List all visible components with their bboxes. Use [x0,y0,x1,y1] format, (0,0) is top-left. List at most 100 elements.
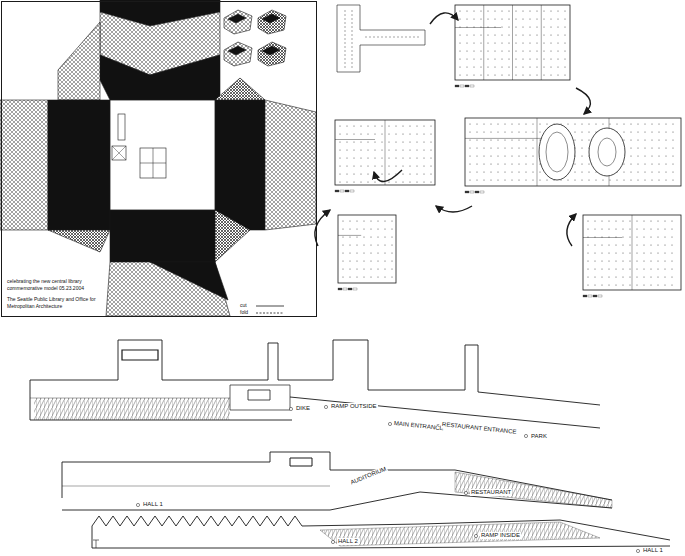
column-dot [665,285,666,286]
column-dot [537,43,538,44]
floor-plan [465,118,681,186]
column-dot [467,43,468,44]
column-dot [551,59,552,60]
scale-bar [338,288,342,290]
column-dot [651,285,652,286]
column-dot [609,277,610,278]
plan-wall [338,235,361,236]
column-dot [665,261,666,262]
column-dot [495,75,496,76]
column-dot [431,182,432,183]
sequence-arrow [567,214,576,246]
column-dot [403,142,404,143]
column-dot [431,134,432,135]
column-dot [659,172,660,173]
column-dot [658,229,659,230]
column-dot [526,156,527,157]
column-dot [495,27,496,28]
column-dot [357,245,358,246]
column-dot [533,180,534,181]
column-dot [410,150,411,151]
model-sheet: celebrating the new central library comm… [1,1,317,317]
column-dot [652,156,653,157]
column-dot [347,158,348,159]
column-dot [502,75,503,76]
column-dot [609,261,610,262]
column-dot [477,180,478,181]
column-dot [502,67,503,68]
column-dot [630,261,631,262]
column-dot [389,142,390,143]
column-dot [424,142,425,143]
column-dot [385,253,386,254]
column-dot [343,237,344,238]
column-dot [498,180,499,181]
column-dot [530,35,531,36]
column-dot [595,269,596,270]
column-dot [659,132,660,133]
roof-facet [110,210,215,262]
building-block [230,385,290,410]
glass-facet [58,22,100,100]
sequence-arrow [374,170,402,182]
column-dot [488,59,489,60]
column-dot [526,172,527,173]
column-dot [474,75,475,76]
column-dot [502,27,503,28]
column-dot [672,277,673,278]
column-dot [623,221,624,222]
column-dot [495,35,496,36]
column-dot [609,253,610,254]
plan-wall [385,120,386,185]
column-dot [575,180,576,181]
column-dot [630,245,631,246]
scale-bar [350,190,354,192]
level-marker [388,422,391,425]
column-dot [368,150,369,151]
column-dot [357,253,358,254]
column-dot [424,150,425,151]
column-dot [371,261,372,262]
glazing [455,472,612,508]
floor-plan [338,215,396,283]
level-marker [331,540,334,543]
sequence-arrow [430,13,458,24]
column-dot [540,124,541,125]
column-dot [498,148,499,149]
column-dot [623,285,624,286]
column-dot [382,166,383,167]
column-dot [361,126,362,127]
column-dot [516,35,517,36]
column-dot [623,277,624,278]
column-dot [357,269,358,270]
column-dot [630,285,631,286]
column-dot [526,140,527,141]
column-dot [354,150,355,151]
column-dot [673,172,674,173]
column-dot [544,75,545,76]
column-dot [389,174,390,175]
column-dot [666,140,667,141]
column-dot [470,148,471,149]
column-dot [540,132,541,133]
column-dot [551,35,552,36]
scale-bar [455,85,459,87]
column-dot [624,132,625,133]
column-dot [595,229,596,230]
column-dot [609,285,610,286]
column-dot [410,134,411,135]
column-dot [371,245,372,246]
column-dot [616,245,617,246]
column-dot [530,59,531,60]
column-dot [364,253,365,254]
column-dot [488,67,489,68]
column-dot [558,59,559,60]
column-dot [530,27,531,28]
column-dot [396,158,397,159]
level-marker [474,534,477,537]
level-marker [464,491,467,494]
column-dot [616,229,617,230]
column-dot [505,148,506,149]
column-dot [603,180,604,181]
